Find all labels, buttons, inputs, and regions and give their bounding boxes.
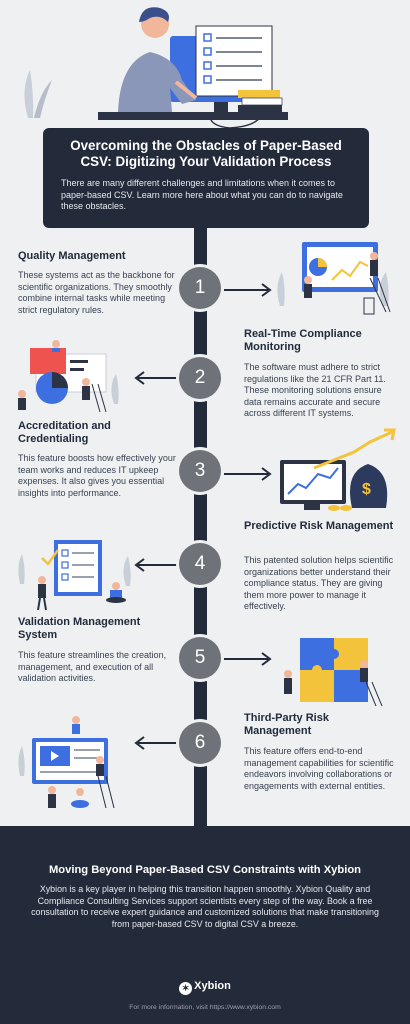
dashboard-illustration: [277, 242, 391, 315]
arrow-left-icon: [134, 558, 182, 572]
xybion-logo-icon: ✶: [179, 982, 193, 995]
section-2-title: Real-Time Compliance Monitoring: [244, 328, 362, 353]
puzzle-illustration: [284, 638, 383, 707]
arrow-right-icon: [224, 652, 272, 666]
footer-panel: Moving Beyond Paper-Based CSV Constraint…: [0, 826, 410, 1024]
step-5-circle: 5: [179, 637, 221, 679]
section-1-title: Quality Management: [18, 250, 126, 262]
checklist-illustration: [18, 540, 131, 611]
arrow-left-icon: [134, 371, 182, 385]
footer-title: Moving Beyond Paper-Based CSV Constraint…: [48, 864, 362, 876]
hero-illustration: [0, 0, 410, 130]
section-3-title: Accreditation and Credentialing: [18, 420, 111, 445]
step-3-circle: 3: [179, 450, 221, 492]
intro-panel: Overcoming the Obstacles of Paper-Based …: [43, 128, 369, 228]
financial-growth-illustration: $: [280, 428, 396, 511]
arrow-left-icon: [134, 736, 182, 750]
section-6-text: This feature offers end-to-end managemen…: [244, 746, 394, 791]
web-collaboration-illustration: [18, 716, 115, 809]
analytics-team-illustration: [18, 340, 119, 413]
more-info-link[interactable]: For more information, visit https://www.…: [129, 1004, 281, 1011]
step-4-circle: 4: [179, 543, 221, 585]
section-2-text: The software must adhere to strict regul…: [244, 362, 386, 419]
footer-text: Xybion is a key player in helping this t…: [31, 884, 379, 930]
arrow-right-icon: [224, 283, 272, 297]
step-2-circle: 2: [179, 357, 221, 399]
step-6-circle: 6: [179, 722, 221, 764]
section-1-text: These systems act as the backbone for sc…: [18, 270, 175, 315]
section-6-title: Third-Party Risk Management: [244, 712, 329, 737]
section-4-title: Predictive Risk Management: [244, 520, 394, 532]
arrow-right-icon: [224, 467, 272, 481]
section-5-title: Validation Management System: [18, 616, 141, 641]
section-4-text: This patented solution helps scientific …: [244, 555, 394, 612]
logo-text: Xybion: [194, 980, 231, 992]
section-3-text: This feature boosts how effectively your…: [18, 453, 176, 498]
svg-text:$: $: [362, 481, 371, 498]
section-5-text: This feature streamlines the creation, m…: [18, 650, 167, 684]
xybion-logo: ✶Xybion: [0, 980, 410, 995]
intro-text: There are many different challenges and …: [61, 178, 343, 211]
step-1-circle: 1: [179, 267, 221, 309]
page-title: Overcoming the Obstacles of Paper-Based …: [70, 138, 342, 169]
